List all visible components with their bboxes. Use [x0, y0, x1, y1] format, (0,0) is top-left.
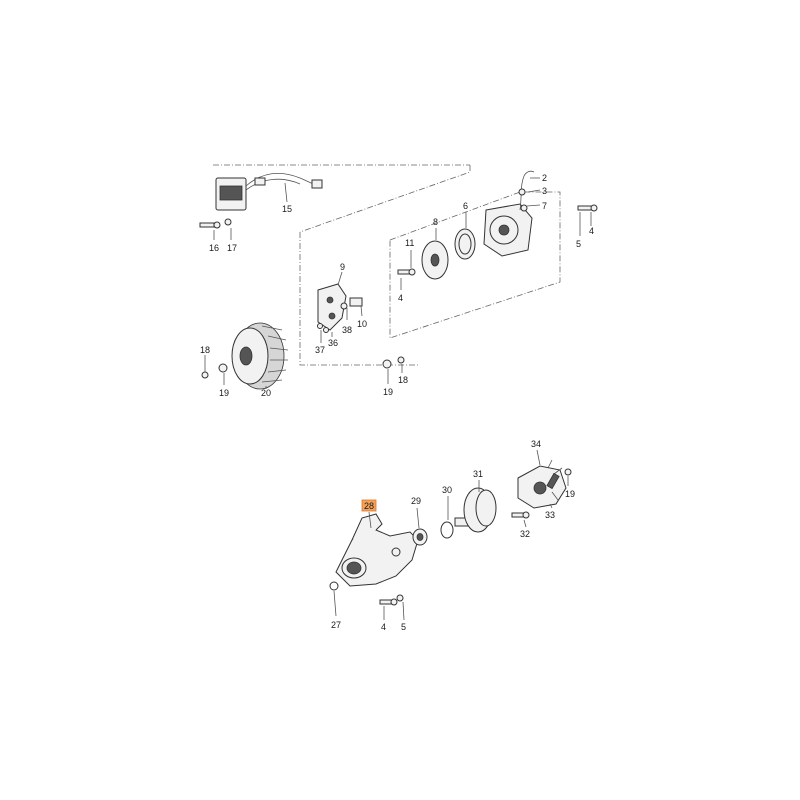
washer	[218, 363, 228, 373]
ignition-coil	[215, 172, 323, 211]
callout-label: 20	[261, 388, 271, 398]
callout-label: 2	[542, 173, 547, 183]
clutch-housing	[335, 513, 419, 587]
washer	[382, 359, 392, 369]
nut	[201, 371, 209, 379]
callout-label: 17	[227, 243, 237, 253]
clutch-drum	[454, 487, 497, 533]
washer	[518, 188, 526, 196]
callout-label: 31	[473, 469, 483, 479]
callout-label: 29	[411, 496, 421, 506]
screw	[511, 511, 530, 519]
callout-label: 27	[331, 620, 341, 630]
callout-label: 19	[219, 388, 229, 398]
callout-label: 5	[576, 239, 581, 249]
callout-label: 32	[520, 529, 530, 539]
snap-ring	[329, 581, 339, 591]
highlighted-part-box[interactable]	[361, 499, 377, 512]
callout-label: 3	[542, 186, 547, 196]
starter-pawl	[317, 283, 363, 333]
washer	[520, 204, 528, 212]
screw	[199, 221, 221, 229]
washer	[396, 594, 404, 602]
screw	[397, 268, 416, 276]
highlighted-callout-label[interactable]: 28	[364, 501, 374, 511]
callout-label: 33	[545, 510, 555, 520]
callout-label: 10	[357, 319, 367, 329]
callout-label: 6	[463, 201, 468, 211]
callout-label: 4	[381, 622, 386, 632]
cover-housing	[483, 170, 535, 257]
washer	[224, 218, 232, 226]
callout-label: 30	[442, 485, 452, 495]
callout-label: 8	[433, 217, 438, 227]
callout-label: 19	[383, 387, 393, 397]
screw	[379, 598, 398, 606]
callout-label: 34	[531, 439, 541, 449]
callout-label: 15	[282, 204, 292, 214]
rope-pulley	[421, 240, 449, 280]
callout-label: 19	[565, 489, 575, 499]
bearing	[412, 528, 428, 546]
assembly-frame	[213, 164, 561, 366]
callout-label: 9	[340, 262, 345, 272]
callout-label: 18	[200, 345, 210, 355]
clutch-assembly	[517, 459, 567, 509]
circlip	[440, 521, 454, 539]
nut	[397, 356, 405, 364]
screw	[577, 204, 598, 212]
callout-label: 4	[398, 293, 403, 303]
callout-label: 38	[342, 325, 352, 335]
callout-label: 18	[398, 375, 408, 385]
callout-label: 5	[401, 622, 406, 632]
callout-label: 11	[405, 238, 414, 248]
callout-label: 16	[209, 243, 219, 253]
callout-label: 37	[315, 345, 325, 355]
callout-label: 7	[542, 201, 547, 211]
callout-label: 4	[589, 226, 594, 236]
rewind-spring	[454, 228, 476, 260]
callout-label: 36	[328, 338, 338, 348]
washer	[564, 468, 572, 476]
flywheel	[231, 322, 289, 390]
